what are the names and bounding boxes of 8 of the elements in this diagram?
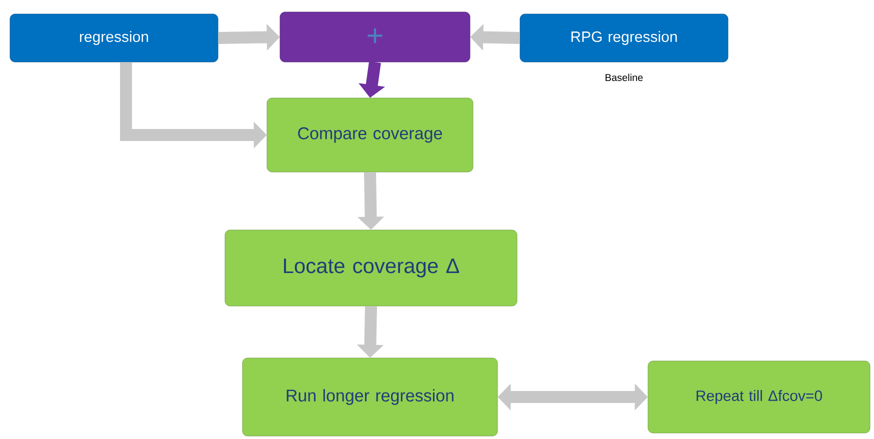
- sum-box: +: [280, 12, 470, 62]
- process-box: Repeat till Δfcov=0: [648, 360, 870, 434]
- caption-text: Baseline: [606, 74, 643, 82]
- process-box: Locate coverage Δ: [224, 230, 518, 306]
- process-box: regression: [10, 14, 218, 62]
- process-box: RPG regression: [520, 14, 728, 62]
- process-box: Compare coverage: [266, 98, 474, 172]
- process-box: Run longer regression: [242, 358, 498, 436]
